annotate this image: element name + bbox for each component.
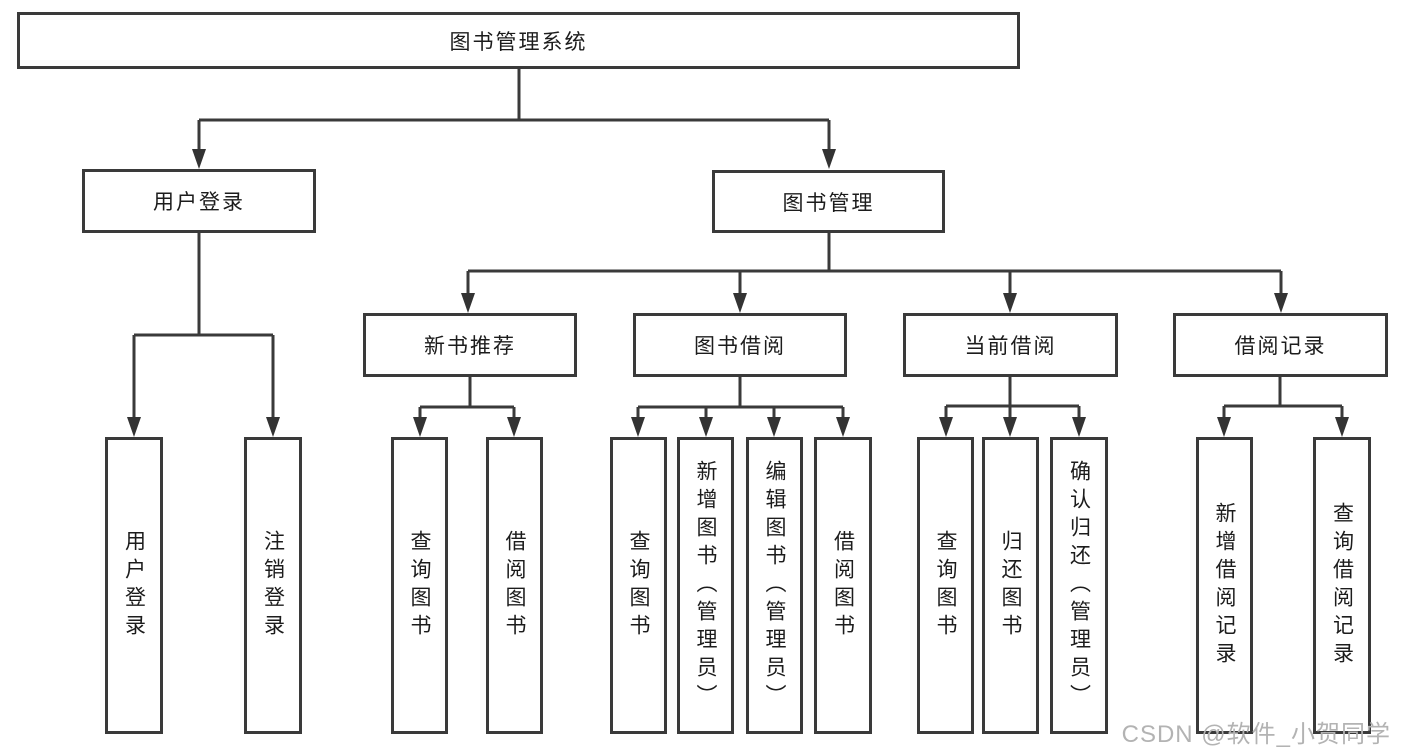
- leaf-current-confirm-label: 确认归还（管理员）: [1067, 459, 1091, 712]
- leaf-borrow-add: 新增图书（管理员）: [677, 437, 734, 734]
- arrowheads: [127, 149, 1349, 437]
- node-root-label: 图书管理系统: [449, 30, 588, 54]
- leaf-borrow-borrow-label: 借阅图书: [831, 529, 855, 642]
- node-book-mgmt: 图书管理: [712, 170, 945, 233]
- leaf-records-query-label: 查询借阅记录: [1330, 501, 1354, 670]
- leaf-current-query-label: 查询图书: [934, 529, 957, 642]
- leaf-newbooks-query-label: 查询图书: [408, 529, 431, 642]
- node-borrow: 图书借阅: [633, 313, 847, 377]
- node-borrow-label: 图书借阅: [694, 335, 786, 358]
- leaf-borrow-borrow: 借阅图书: [814, 437, 872, 734]
- leaf-current-query: 查询图书: [917, 437, 974, 734]
- leaf-user-login: 用户登录: [105, 437, 163, 734]
- leaf-records-query: 查询借阅记录: [1313, 437, 1371, 734]
- leaf-records-add-label: 新增借阅记录: [1213, 501, 1236, 670]
- leaf-current-return: 归还图书: [982, 437, 1039, 734]
- leaf-logout: 注销登录: [244, 437, 302, 734]
- node-current: 当前借阅: [903, 313, 1118, 377]
- leaf-borrow-add-label: 新增图书（管理员）: [694, 459, 717, 712]
- leaf-user-login-label: 用户登录: [122, 529, 146, 642]
- leaf-logout-label: 注销登录: [261, 529, 285, 642]
- leaf-newbooks-borrow: 借阅图书: [486, 437, 543, 734]
- node-book-mgmt-label: 图书管理: [782, 191, 875, 215]
- leaf-borrow-edit-label: 编辑图书（管理员）: [763, 459, 786, 712]
- leaf-borrow-edit: 编辑图书（管理员）: [746, 437, 803, 734]
- leaf-newbooks-borrow-label: 借阅图书: [503, 529, 526, 642]
- csdn-watermark: CSDN @软件_小贺同学: [1121, 721, 1391, 747]
- leaf-borrow-query: 查询图书: [610, 437, 667, 734]
- leaf-current-confirm: 确认归还（管理员）: [1050, 437, 1108, 734]
- node-root: 图书管理系统: [17, 12, 1020, 69]
- node-new-books-label: 新书推荐: [424, 335, 516, 358]
- leaf-current-return-label: 归还图书: [999, 529, 1022, 642]
- leaf-records-add: 新增借阅记录: [1196, 437, 1253, 734]
- node-new-books: 新书推荐: [363, 313, 577, 377]
- node-user-login-label: 用户登录: [153, 191, 245, 214]
- leaf-borrow-query-label: 查询图书: [627, 529, 650, 642]
- leaf-newbooks-query: 查询图书: [391, 437, 448, 734]
- node-current-label: 当前借阅: [964, 335, 1057, 358]
- node-records-label: 借阅记录: [1234, 335, 1327, 358]
- node-records: 借阅记录: [1173, 313, 1388, 377]
- node-user-login: 用户登录: [82, 169, 316, 233]
